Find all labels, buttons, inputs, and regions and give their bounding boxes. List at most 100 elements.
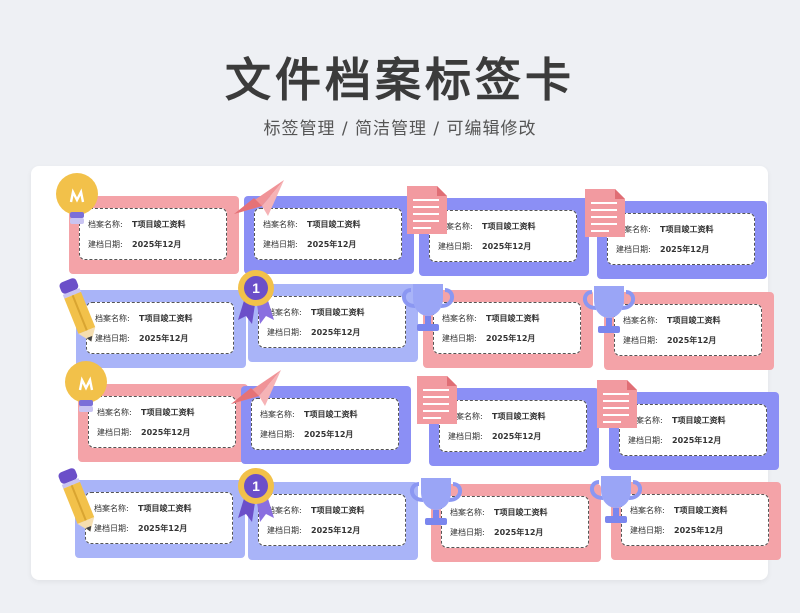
date-value: 2025年12月 (304, 430, 354, 439)
card-inner: 档案名称:T项目竣工资料 建档日期:2025年12月 (85, 492, 233, 544)
date-row: 建档日期:2025年12月 (616, 240, 754, 260)
svg-text:1: 1 (252, 478, 260, 494)
name-label: 档案名称: (88, 220, 123, 229)
label-card[interactable]: 档案名称:T项目竣工资料 建档日期:2025年12月 (597, 380, 779, 470)
trophy-icon (589, 474, 643, 530)
name-label: 档案名称: (267, 506, 302, 515)
date-row: 建档日期: 2025年12月 (450, 523, 588, 543)
name-row: 档案名称:T项目竣工资料 (438, 217, 576, 237)
date-label: 建档日期: (97, 428, 132, 437)
date-value: 2025年12月 (667, 336, 717, 345)
card-inner: 档案名称:T项目竣工资料 建档日期:2025年12月 (88, 396, 236, 448)
label-card[interactable]: 档案名称:T项目竣工资料 建档日期:2025年12月 (407, 186, 589, 276)
date-row: 建档日期: 2025年12月 (97, 423, 235, 443)
name-row: 档案名称:T项目竣工资料 (628, 411, 766, 431)
name-value: T项目竣工资料 (139, 314, 193, 323)
name-row: 档案名称: T项目竣工资料 (267, 501, 405, 521)
label-card[interactable]: 档案名称: T项目竣工资料 建档日期:2025年12月 (56, 173, 239, 274)
label-card[interactable]: 档案名称:T项目竣工资料 建档日期:2025年12月 (234, 180, 414, 274)
date-value: 2025年12月 (311, 328, 361, 337)
name-label: 档案名称: (630, 506, 665, 515)
date-label: 建档日期: (628, 436, 663, 445)
label-card[interactable]: 档案名称: T项目竣工资料 建档日期: 2025年12月 (410, 478, 601, 562)
name-row: 档案名称:T项目竣工资料 (267, 303, 405, 323)
card-inner: 档案名称: T项目竣工资料 建档日期: 2025年12月 (441, 496, 589, 548)
name-label: 档案名称: (450, 508, 485, 517)
date-label: 建档日期: (448, 432, 483, 441)
name-row: 档案名称:T项目竣工资料 (623, 311, 761, 331)
date-row: 建档日期:2025年12月 (623, 331, 761, 351)
date-label: 建档日期: (263, 240, 298, 249)
medal-icon: 1 (234, 268, 278, 330)
date-value: 2025年12月 (132, 240, 182, 249)
paper-plane-icon (232, 178, 286, 222)
name-row: 档案名称:T项目竣工资料 (263, 215, 401, 235)
medal-icon: 1 (234, 466, 278, 528)
name-value: T项目竣工资料 (660, 225, 714, 234)
label-card[interactable]: 档案名称:T项目竣工资料 建档日期:2025年12月 1 (238, 468, 418, 560)
card-inner: 档案名称:T项目竣工资料 建档日期:2025年12月 (258, 296, 406, 348)
label-card[interactable]: 档案名称:T项目竣工资料 建档日期:2025年12月 (59, 278, 246, 368)
date-value: 2025年12月 (482, 242, 532, 251)
card-inner: 档案名称:T项目竣工资料 建档日期:2025年12月 (429, 210, 577, 262)
date-value: 2025年12月 (494, 528, 544, 537)
date-value: 2025年12月 (660, 245, 710, 254)
label-card[interactable]: 档案名称: T项目竣工资料 建档日期: 2025年12月 (417, 376, 599, 466)
name-label: 档案名称: (616, 225, 651, 234)
date-label: 建档日期: (260, 430, 295, 439)
pencil-icon (58, 276, 100, 350)
label-card[interactable]: 档案名称:T项目竣工资料 建档日期:2025年12月 (65, 361, 248, 462)
name-value: T项目竣工资料 (486, 314, 540, 323)
name-value: T项目竣工资料 (494, 508, 548, 517)
label-card[interactable]: 档案名称:T项目竣工资料 建档日期:2025年12月 (58, 468, 245, 558)
date-label: 建档日期: (95, 334, 130, 343)
date-row: 建档日期: 2025年12月 (95, 329, 233, 349)
page-title: 文件档案标签卡 (225, 53, 575, 107)
date-row: 建档日期:2025年12月 (88, 235, 226, 255)
card-inner: 档案名称: T项目竣工资料 建档日期:2025年12月 (79, 208, 227, 260)
name-label: 档案名称: (442, 314, 477, 323)
date-value: 2025年12月 (141, 428, 191, 437)
name-row: 档案名称: T项目竣工资料 (88, 215, 226, 235)
name-value: T项目竣工资料 (132, 220, 186, 229)
name-label: 档案名称: (267, 308, 302, 317)
date-label: 建档日期: (94, 524, 129, 533)
card-inner: 档案名称: T项目竣工资料 建档日期: 2025年12月 (439, 400, 587, 452)
document-icon (415, 374, 459, 430)
pencil-icon (57, 466, 99, 540)
date-label: 建档日期: (630, 526, 665, 535)
date-value: 2025年12月 (492, 432, 542, 441)
card-inner: 档案名称:T项目竣工资料 建档日期:2025年12月 (619, 404, 767, 456)
name-label: 档案名称: (448, 412, 483, 421)
name-value: T项目竣工资料 (492, 412, 546, 421)
card-inner: 档案名称: T项目竣工资料 建档日期: 2025年12月 (621, 494, 769, 546)
name-value: T项目竣工资料 (307, 220, 361, 229)
label-card[interactable]: 档案名称:T项目竣工资料 建档日期:2025年12月 (402, 284, 593, 368)
trophy-icon (582, 284, 636, 340)
label-card[interactable]: 档案名称:T项目竣工资料 建档日期:2025年12月 (231, 370, 411, 464)
card-inner: 档案名称: T项目竣工资料 建档日期:2025年12月 (607, 213, 755, 265)
date-value: 2025年12月 (674, 526, 724, 535)
name-value: T项目竣工资料 (141, 408, 195, 417)
lightbulb-icon (62, 360, 110, 426)
name-value: T项目竣工资料 (674, 506, 728, 515)
label-card[interactable]: 档案名称:T项目竣工资料 建档日期:2025年12月 (583, 286, 774, 370)
name-row: 档案名称: T项目竣工资料 (630, 501, 768, 521)
date-row: 建档日期:2025年12月 (94, 519, 232, 539)
name-value: T项目竣工资料 (311, 506, 365, 515)
trophy-icon (401, 282, 455, 338)
name-label: 档案名称: (623, 316, 658, 325)
date-row: 建档日期: 2025年12月 (448, 427, 586, 447)
date-value: 2025年12月 (139, 334, 189, 343)
date-label: 建档日期: (450, 528, 485, 537)
label-panel: 档案名称: T项目竣工资料 建档日期: 2025年12月 档案名称:T项目竣工资料 … (31, 166, 781, 580)
label-card[interactable]: 档案名称: T项目竣工资料 建档日期: 2025年12月 (590, 476, 781, 560)
card-inner: 档案名称:T项目竣工资料 建档日期:2025年12月 (251, 398, 399, 450)
card-inner: 档案名称:T项目竣工资料 建档日期:2025年12月 (254, 208, 402, 260)
paper-plane-icon (229, 368, 283, 412)
date-row: 建档日期: 2025年12月 (630, 521, 768, 541)
label-card[interactable]: 档案名称: T项目竣工资料 建档日期:2025年12月 (585, 189, 767, 279)
lightbulb-icon (53, 172, 101, 238)
name-row: 档案名称: T项目竣工资料 (442, 309, 580, 329)
label-card[interactable]: 档案名称:T项目竣工资料 建档日期:2025年12月 1 (238, 270, 418, 362)
